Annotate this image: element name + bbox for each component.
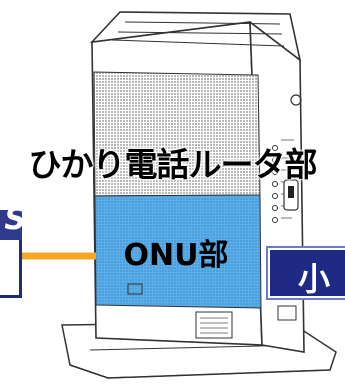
right-label-text: 小	[298, 260, 331, 298]
onu-section	[94, 194, 262, 309]
top-vents	[111, 21, 285, 47]
device-top	[89, 11, 302, 62]
side-port	[277, 305, 297, 321]
router-section-label: ひかり電話ルータ部	[28, 145, 318, 184]
label-plate	[195, 311, 233, 339]
status-leds	[272, 145, 278, 223]
onu-section-label: ONU部	[123, 238, 229, 273]
left-label-band	[0, 210, 22, 240]
right-label-box	[268, 248, 345, 298]
left-label-text: S	[4, 202, 26, 237]
